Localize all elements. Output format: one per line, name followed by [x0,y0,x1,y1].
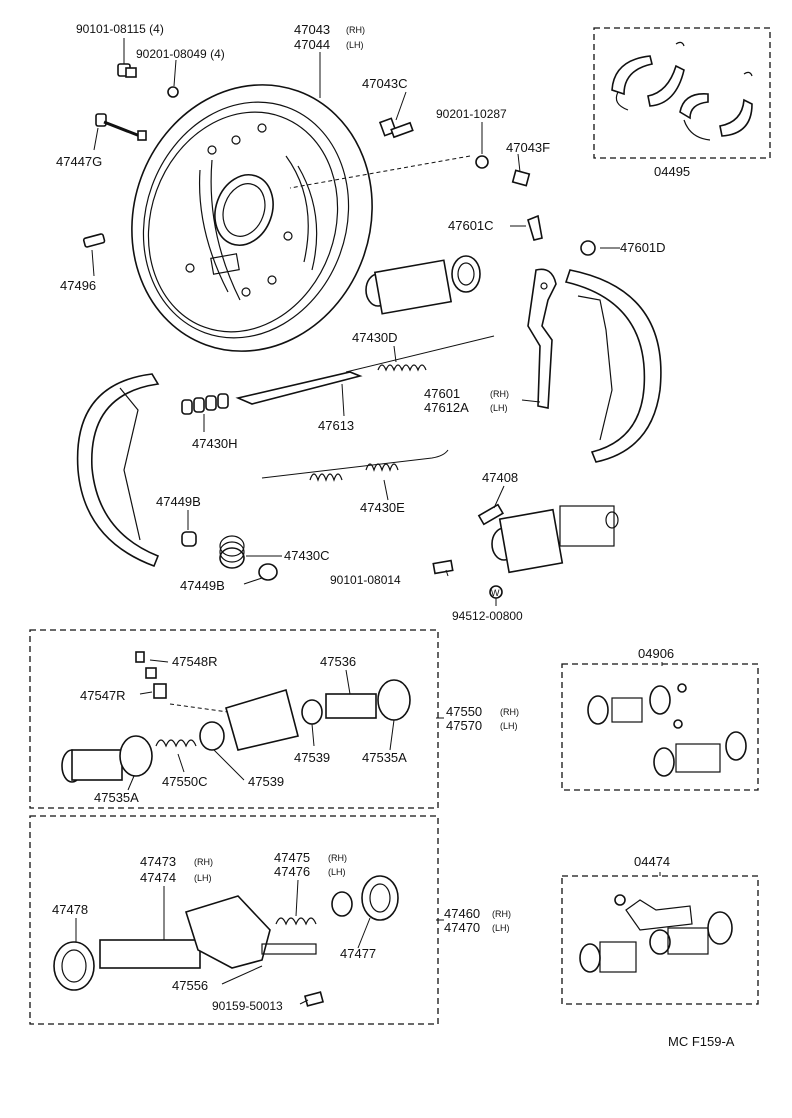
label-47475-side: (RH) [328,853,347,863]
label-47613: 47613 [318,418,354,433]
part-labels: 90101-08115 (4) 90201-08049 (4) 47043 (R… [52,22,735,1049]
shoe-kit-illustration [611,41,753,141]
cylinder-47550-illustration [61,651,411,783]
label-90101-08115: 90101-08115 (4) [76,22,164,36]
label-47478: 47478 [52,902,88,917]
figure-code: MC F159-A [668,1034,735,1049]
label-47447G: 47447G [56,154,102,169]
label-47408: 47408 [482,470,518,485]
label-47539-low: 47539 [248,774,284,789]
label-47601D: 47601D [620,240,666,255]
label-47548R: 47548R [172,654,218,669]
label-47430C: 47430C [284,548,330,563]
label-47539-mid: 47539 [294,750,330,765]
clip-47601C-illustration [527,214,543,241]
label-47043F: 47043F [506,140,550,155]
label-47535A-left: 47535A [94,790,139,805]
label-90159-50013: 90159-50013 [212,999,283,1013]
nut-47043F-illustration [511,169,531,187]
label-47570: 47570 [446,718,482,733]
shoe-kit-box [593,27,771,159]
label-47043-side: (RH) [346,25,365,35]
washer-90201-08049-illustration [167,86,179,98]
repair-kit-box-04474 [561,875,759,1005]
label-47477: 47477 [340,946,376,961]
label-47044-side: (LH) [346,40,364,50]
backing-plate-illustration [131,84,373,352]
label-47430E: 47430E [360,500,405,515]
label-47043: 47043 [294,22,330,37]
label-47430D: 47430D [352,330,398,345]
washer-90201-10287-illustration [475,155,489,169]
label-90201-08049: 90201-08049 (4) [136,47,225,61]
repair-kit-04474-illustration [579,894,733,973]
label-47473-side: (RH) [194,857,213,867]
label-47612A: 47612A [424,400,469,415]
label-47550: 47550 [446,704,482,719]
leader-lines [75,38,663,1005]
repair-kit-box-04906 [561,663,759,791]
label-04495: 04495 [654,164,690,179]
label-47601C: 47601C [448,218,494,233]
spring-47430C-illustration [219,535,245,569]
label-47460-side: (RH) [492,909,511,919]
cylinder-47460-illustration [53,875,399,991]
bolt-90101-08014-illustration [432,559,454,575]
label-47547R: 47547R [80,688,126,703]
rear-cylinder-illustration [477,503,619,574]
left-brake-shoe-illustration [76,373,160,568]
part-47449B-top-illustration [181,531,197,547]
repair-kit-04906-illustration [587,683,747,777]
label-47535A-right: 47535A [362,750,407,765]
wheel-cylinder-illustration [365,255,481,315]
label-04474: 04474 [634,854,670,869]
label-47556: 47556 [172,978,208,993]
part-47449B-bottom-illustration [258,563,278,581]
label-90101-08014: 90101-08014 [330,573,401,587]
pin-47447G-illustration [95,113,147,141]
part-47496-illustration [82,233,106,248]
label-47601: 47601 [424,386,460,401]
part-47430H-illustration [181,393,229,415]
label-47475: 47475 [274,850,310,865]
label-47496: 47496 [60,278,96,293]
label-47476: 47476 [274,864,310,879]
label-47476-side: (LH) [328,867,346,877]
label-47570-side: (LH) [500,721,518,731]
label-47470: 47470 [444,920,480,935]
bolt-47043C-illustration [378,117,414,139]
cylinder-assembly-box-upper [29,629,439,809]
bolt-90101-08115-illustration [117,63,137,78]
label-90201-10287: 90201-10287 [436,107,507,121]
label-47474: 47474 [140,870,176,885]
label-47044: 47044 [294,37,330,52]
bolt-90159-50013-illustration [303,991,325,1007]
label-47474-side: (LH) [194,873,212,883]
upper-spring-strut-illustration [235,335,495,482]
label-47536: 47536 [320,654,356,669]
label-47449B-bottom: 47449B [180,578,225,593]
label-47449B-top: 47449B [156,494,201,509]
label-47460: 47460 [444,906,480,921]
label-47473: 47473 [140,854,176,869]
label-47550-side: (RH) [500,707,519,717]
label-47550C: 47550C [162,774,208,789]
washer-symbol: W [491,588,500,598]
label-04906: 04906 [638,646,674,661]
label-47043C: 47043C [362,76,408,91]
label-47601-side: (RH) [490,389,509,399]
label-47612A-side: (LH) [490,403,508,413]
label-47470-side: (LH) [492,923,510,933]
right-brake-shoe-illustration [564,269,662,463]
label-94512-00800: 94512-00800 [452,609,523,623]
part-47601D-illustration [580,240,596,256]
parking-lever-illustration [527,268,557,409]
label-47430H: 47430H [192,436,238,451]
